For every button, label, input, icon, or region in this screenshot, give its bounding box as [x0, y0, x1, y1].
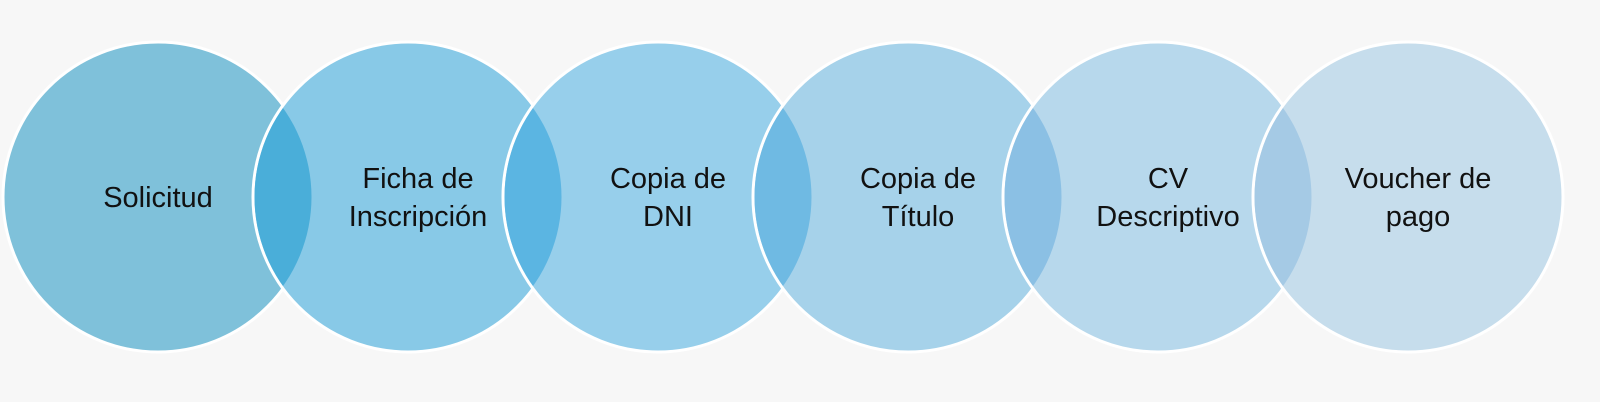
step-label-5: CV: [1148, 163, 1189, 195]
step-label-4: Título: [882, 201, 955, 233]
step-label-6: Voucher de: [1345, 163, 1492, 195]
step-label-4: Copia de: [860, 163, 976, 195]
step-label-3: DNI: [643, 201, 693, 233]
step-label-6: pago: [1386, 201, 1451, 233]
step-label-5: Descriptivo: [1096, 201, 1239, 233]
step-circle-6: [1251, 40, 1565, 354]
step-label-1: Solicitud: [103, 182, 213, 214]
step-label-2: Inscripción: [349, 201, 488, 233]
step-label-2: Ficha de: [362, 163, 473, 195]
step-label-3: Copia de: [610, 163, 726, 195]
